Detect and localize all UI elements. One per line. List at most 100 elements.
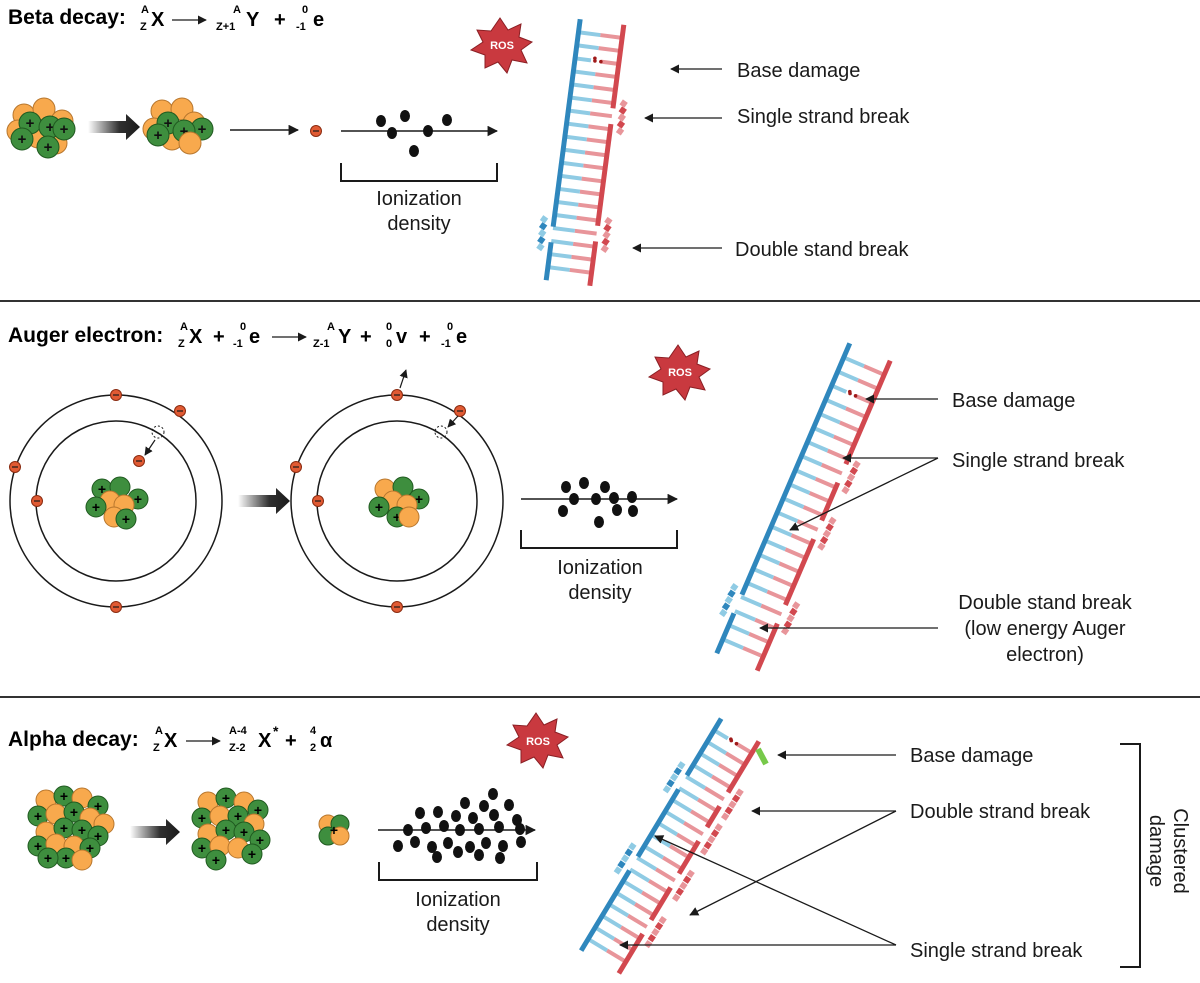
strand-break-fragment (539, 215, 549, 224)
ionization-event (453, 846, 463, 858)
strand-break-fragment (537, 235, 546, 245)
strand-break-fragment (679, 881, 688, 890)
strand-break-fragment (791, 601, 801, 610)
svg-text:2: 2 (310, 742, 316, 754)
base-pair-rung (734, 609, 756, 622)
base-pair-rung (661, 855, 683, 871)
strand-break-fragment (844, 479, 853, 488)
alpha-daughter-nucleus: ++++++++++ (191, 787, 271, 871)
svg-text:0: 0 (240, 321, 246, 333)
svg-text:A: A (233, 4, 241, 16)
svg-text:0: 0 (386, 321, 392, 333)
base-pair-rung (794, 468, 817, 481)
proton-charge: + (248, 846, 256, 862)
svg-text:-1: -1 (233, 338, 243, 350)
svg-text:+: + (44, 139, 53, 156)
burst (469, 17, 534, 74)
strand-break-fragment (619, 99, 628, 108)
base-pair-rung (760, 603, 783, 617)
panel-title: Alpha decay: (8, 728, 139, 751)
strand-break-fragment (720, 812, 730, 821)
ionization-event (427, 841, 437, 853)
base-pair-rung (576, 43, 599, 51)
strand-break-fragment (617, 860, 626, 869)
base-pair-rung (556, 199, 579, 207)
base-pair-rung (845, 406, 867, 419)
proton-charge: + (44, 850, 52, 866)
base-pair-rung (605, 948, 627, 964)
ionization-event (479, 800, 489, 812)
svg-text:+: + (60, 121, 69, 138)
auger-damage-labels: Base damage Single strand break Double s… (759, 390, 1133, 666)
base-pair-rung (664, 809, 686, 825)
base-pair-rung (713, 728, 729, 741)
base-pair-rung (559, 173, 582, 181)
neutron (71, 849, 93, 871)
base-pair-rung (578, 30, 601, 38)
ionization-event (403, 824, 413, 836)
ionization-event (415, 807, 425, 819)
strand-break-fragment (731, 794, 741, 803)
strand-break-fragment (673, 767, 682, 776)
alpha-equation: Alpha decay: A Z X A-4 Z-2 X * + 4 2 α (8, 723, 333, 754)
svg-text:Z: Z (178, 338, 185, 350)
dna-strand-red (725, 740, 761, 794)
svg-text:+: + (92, 499, 100, 515)
ionization-event (432, 851, 442, 863)
strand-break-fragment (620, 854, 630, 863)
strand-break-fragment (686, 869, 695, 878)
alpha-ionization-track: Ionization density (378, 788, 538, 936)
base-pair-rung (706, 740, 728, 755)
base-pair-rung (689, 809, 711, 825)
svg-text:Z-1: Z-1 (313, 338, 330, 350)
dna-strand-blue (579, 869, 632, 952)
strand-break-fragment (536, 242, 545, 252)
strand-break-fragment (721, 602, 731, 611)
base-pair-rung (772, 575, 795, 588)
strand-break-fragment (538, 229, 547, 238)
dna-strand-blue (635, 788, 681, 858)
svg-text:X: X (164, 730, 178, 752)
strand-break-fragment (604, 216, 613, 226)
ionization-event (516, 836, 526, 848)
base-damage-dot (853, 394, 858, 398)
base-pair-rung (675, 832, 697, 848)
base-pair-rung (552, 225, 576, 233)
dna-strand-blue (684, 717, 724, 777)
strand-break-fragment (628, 842, 637, 851)
strand-break-fragment (825, 523, 834, 532)
strand-break-fragment (658, 915, 667, 925)
dna-strand-red (676, 839, 701, 875)
svg-text:+: + (360, 326, 372, 348)
base-damage-dot (729, 738, 734, 743)
base-pair-rung (564, 134, 587, 142)
base-damage-dot (593, 56, 597, 61)
dna-strand-red (819, 481, 841, 522)
nucleus: + + + (368, 476, 430, 528)
svg-text:+: + (213, 326, 225, 348)
svg-text:A: A (327, 321, 335, 333)
svg-text:+: + (154, 127, 163, 144)
base-pair-rung (554, 212, 577, 220)
strand-break-fragment (613, 866, 623, 875)
ionization-event (393, 840, 403, 852)
transition-arrow (130, 819, 180, 845)
base-pair-rung (678, 786, 700, 802)
base-pair-rung (735, 741, 753, 755)
base-pair-rung (788, 482, 811, 495)
base-pair-rung (832, 434, 855, 448)
base-pair-rung (806, 440, 829, 453)
base-damage-dot (599, 59, 603, 64)
base-pair-rung (857, 378, 879, 391)
svg-text:Single strand break: Single strand break (910, 940, 1083, 962)
base-pair-rung (722, 637, 744, 650)
strand-break-fragment (828, 516, 837, 526)
strand-break-fragment (675, 887, 684, 896)
base-pair-rung (824, 397, 847, 411)
ionization-event (474, 849, 484, 861)
base-pair-rung (557, 186, 581, 194)
base-pair-rung (584, 150, 608, 158)
svg-text:Base damage: Base damage (910, 745, 1033, 767)
proton-charge: + (222, 790, 230, 806)
svg-text:ROS: ROS (526, 736, 550, 748)
